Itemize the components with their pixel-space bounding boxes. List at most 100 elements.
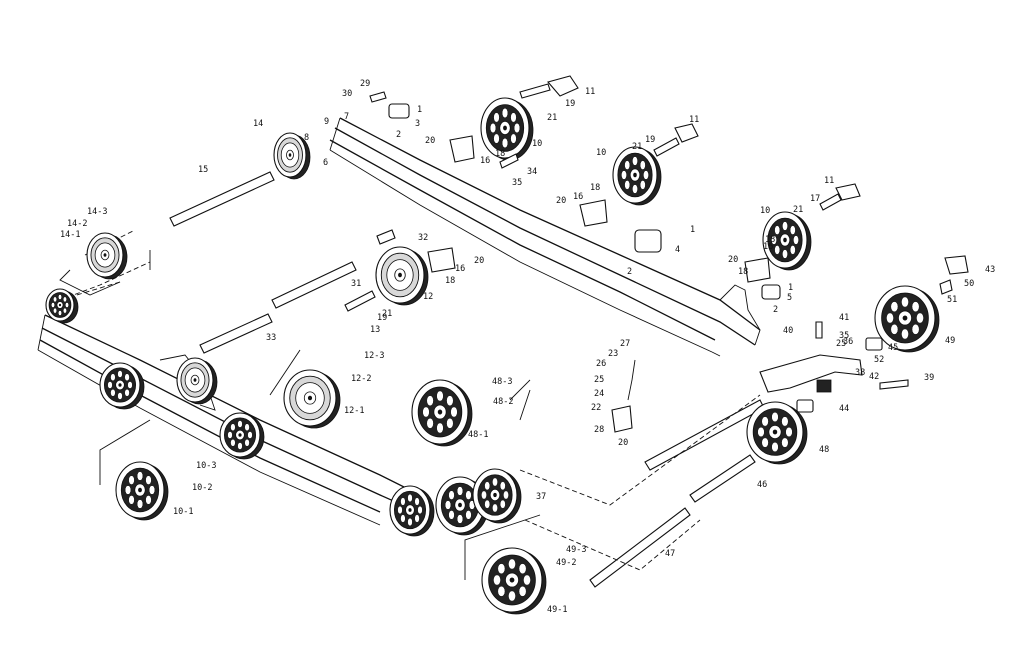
wheel-5 xyxy=(375,246,429,306)
callout-42: 42 xyxy=(869,372,879,382)
callout-19-1: 19 xyxy=(565,99,575,109)
callout-1-3: 1 xyxy=(788,283,793,293)
shaft-31 xyxy=(271,261,357,309)
bolt-29 xyxy=(369,91,387,103)
callout-8: 8 xyxy=(304,133,309,143)
bushing-44 xyxy=(796,399,814,413)
callout-24: 24 xyxy=(594,389,604,399)
callout-32: 32 xyxy=(418,233,428,243)
callout-10-3: 10-3 xyxy=(196,461,216,471)
callout-48-2: 48-2 xyxy=(493,397,513,407)
callout-12-2: 12-2 xyxy=(351,374,371,384)
callout-40: 40 xyxy=(783,326,793,336)
spring-24 xyxy=(611,405,633,433)
callout-30: 30 xyxy=(342,89,352,99)
callout-11-3: 11 xyxy=(824,176,834,186)
callout-18-3: 18 xyxy=(765,235,775,245)
callout-44: 44 xyxy=(839,404,849,414)
bolt-39 xyxy=(879,379,909,390)
bolt-19a xyxy=(519,83,551,99)
callout-21-3: 21 xyxy=(793,205,803,215)
callout-16-4: 16 xyxy=(455,264,465,274)
wheel-11 xyxy=(115,461,169,521)
callout-9: 9 xyxy=(324,117,329,127)
callout-45: 45 xyxy=(888,343,898,353)
leader-lines xyxy=(59,250,541,580)
wheel-12 xyxy=(99,362,145,410)
callout-38: 38 xyxy=(855,368,865,378)
clip-11c xyxy=(835,183,861,201)
bracket-right xyxy=(744,257,771,283)
shafts xyxy=(169,171,909,588)
callout-12: 12 xyxy=(423,292,433,302)
bolt-41 xyxy=(815,321,823,339)
callout-21-1: 21 xyxy=(547,113,557,123)
callout-29: 29 xyxy=(360,79,370,89)
shaft-47 xyxy=(589,507,691,588)
wheel-7 xyxy=(283,369,341,429)
callout-49: 49 xyxy=(945,336,955,346)
arm-36 xyxy=(759,354,863,393)
callout-11-1: 11 xyxy=(585,87,595,97)
callout-39: 39 xyxy=(924,373,934,383)
callout-20-4: 20 xyxy=(474,256,484,266)
callout-14-1: 14-1 xyxy=(60,230,80,240)
callout-27: 27 xyxy=(620,339,630,349)
bolt-50 xyxy=(939,279,953,295)
callout-19-2: 19 xyxy=(645,135,655,145)
wheel-10 xyxy=(481,547,547,615)
callout-16-2: 16 xyxy=(573,192,583,202)
callout-49-2: 49-2 xyxy=(556,558,576,568)
callout-51: 51 xyxy=(947,295,957,305)
callout-5: 5 xyxy=(787,293,792,303)
wheel-14 xyxy=(389,485,435,537)
callout-49-1: 49-1 xyxy=(547,605,567,615)
shaft-46 xyxy=(689,454,756,503)
callout-10-2: 10-2 xyxy=(192,483,212,493)
callout-28: 28 xyxy=(594,425,604,435)
shaft-15 xyxy=(169,171,275,227)
right-rail xyxy=(329,117,761,357)
callout-20-1: 20 xyxy=(425,136,435,146)
wheel-13 xyxy=(219,412,265,460)
shaft-33 xyxy=(199,313,273,354)
callout-50: 50 xyxy=(964,279,974,289)
clip-43 xyxy=(944,255,969,275)
callout-12-1: 12-1 xyxy=(344,406,364,416)
bolt-19c xyxy=(344,290,376,312)
bolt-17 xyxy=(819,193,842,211)
callout-35-1: 35 xyxy=(512,178,522,188)
callout-25-2: 25 xyxy=(836,339,846,349)
callout-46: 46 xyxy=(757,480,767,490)
wheel-9 xyxy=(746,401,808,465)
callout-3: 3 xyxy=(415,119,420,129)
callout-2-2: 2 xyxy=(627,267,632,277)
callout-36: 36 xyxy=(843,337,853,347)
wheel-16 xyxy=(472,468,522,524)
wheel-15 xyxy=(435,476,489,536)
callout-49-3: 49-3 xyxy=(566,545,586,555)
block-4 xyxy=(634,229,662,253)
callout-10-2: 10 xyxy=(596,148,606,158)
wheel-1 xyxy=(480,97,534,161)
callout-18-4: 18 xyxy=(445,276,455,286)
callout-19-3: 19 xyxy=(377,313,387,323)
callout-10-3: 10 xyxy=(760,206,770,216)
bushing-45 xyxy=(865,337,883,351)
sleeve-32 xyxy=(376,229,396,245)
callout-26: 26 xyxy=(596,359,606,369)
callout-20-2: 20 xyxy=(556,196,566,206)
wheel-3 xyxy=(762,211,812,271)
callout-48: 48 xyxy=(819,445,829,455)
callout-20-5: 20 xyxy=(618,438,628,448)
wheel-group xyxy=(45,97,940,615)
clip-11b xyxy=(674,123,699,143)
callout-20-3: 20 xyxy=(728,255,738,265)
callout-18-5: 18 xyxy=(738,267,748,277)
clip-11a xyxy=(547,75,579,97)
callout-14: 14 xyxy=(253,119,263,129)
callout-10-1: 10-1 xyxy=(173,507,193,517)
wheel-6 xyxy=(273,132,311,180)
bracket-mid xyxy=(579,199,608,227)
